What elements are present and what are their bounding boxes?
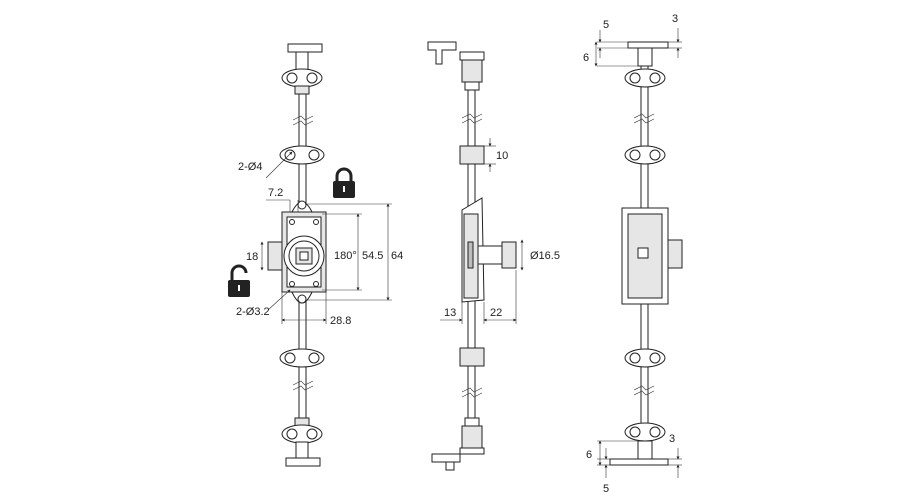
dim-top-b: 3: [672, 13, 678, 25]
side-view: 10 Ø16.5 13 22: [427, 41, 560, 471]
dim-cyl-height: 18: [246, 251, 258, 263]
dim-holes-bottom: 2-Ø3.2: [236, 306, 270, 318]
dim-width-tab: 7.2: [268, 187, 283, 199]
dim-diameter: Ø16.5: [530, 250, 560, 262]
front-view: 2-Ø4 7.2 18 180° 54.5 64 2-Ø3.2 28.8: [228, 43, 403, 467]
dim-height-total: 64: [391, 250, 403, 262]
dim-top-c: 6: [583, 52, 589, 64]
back-view: 5 3 6 6 3 5: [583, 13, 683, 495]
dim-top-a: 5: [603, 19, 609, 31]
dim-bottom-c: 5: [603, 483, 609, 495]
dim-bottom-a: 6: [586, 449, 592, 461]
padlock-unlocked-icon: [228, 264, 250, 297]
padlock-locked-icon: [333, 167, 355, 198]
dim-holes-top: 2-Ø4: [238, 161, 262, 173]
dim-width-body: 28.8: [330, 315, 351, 327]
dim-depth-a: 13: [444, 307, 456, 319]
dim-height-inner: 54.5: [362, 250, 383, 262]
dim-guide: 10: [496, 150, 508, 162]
dim-depth-b: 22: [490, 307, 502, 319]
dim-bottom-b: 3: [669, 433, 675, 445]
dim-angle: 180°: [334, 250, 357, 262]
